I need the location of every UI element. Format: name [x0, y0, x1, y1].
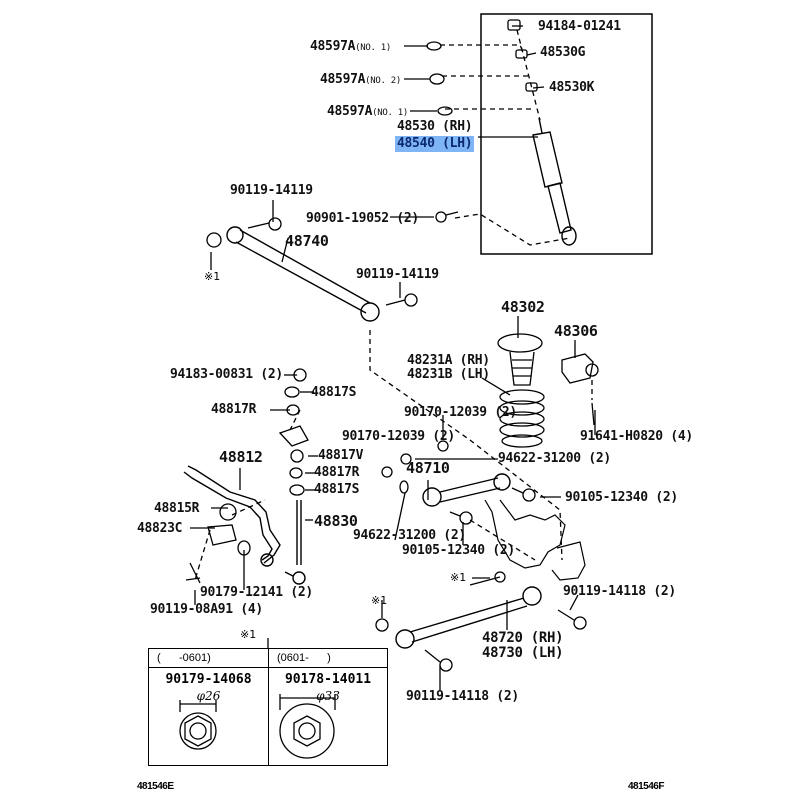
part-label-48302[interactable]: 48302 — [501, 298, 545, 316]
part-label-48530k[interactable]: 48530K — [549, 80, 595, 95]
part-number: 48597A — [320, 72, 366, 87]
upper-control-arm — [422, 473, 511, 507]
nut-glyphs — [179, 638, 336, 759]
upper-spring-seat — [561, 353, 594, 384]
part-label-94622-31200-upper[interactable]: 94622-31200 (2) — [498, 451, 611, 466]
part-label-91641-h0820[interactable]: 91641-H0820 (4) — [580, 429, 693, 444]
part-label-48530-rh[interactable]: 48530 (RH) — [397, 119, 473, 134]
stabilizer-bar — [183, 465, 281, 567]
variant-range: ( -0601) — [149, 649, 268, 668]
variant-part-number[interactable]: 90178-14011 — [284, 672, 372, 687]
lateral-rod — [226, 226, 380, 322]
part-label-48815r[interactable]: 48815R — [154, 501, 200, 516]
part-label-48823c[interactable]: 48823C — [137, 521, 183, 536]
part-label-90170-12039-lower[interactable]: 90170-12039 (2) — [342, 429, 455, 444]
part-label-90105-12340-right[interactable]: 90105-12340 (2) — [565, 490, 678, 505]
variant-range: (0601- ) — [269, 649, 387, 668]
part-note: (NO. 2) — [365, 76, 402, 86]
part-label-90119-14118-bottom[interactable]: 90119-14118 (2) — [406, 689, 519, 704]
part-label-48597a-no2[interactable]: 48597A(NO. 2) — [320, 73, 401, 88]
part-label-90179-12141[interactable]: 90179-12141 (2) — [200, 585, 313, 600]
part-label-94183-00831[interactable]: 94183-00831 (2) — [170, 367, 283, 382]
part-label-48540-lh-selected[interactable]: 48540 (LH) — [395, 136, 475, 152]
variant-column-late: (0601- ) 90178-14011 φ33 — [268, 649, 387, 765]
variant-diameter: φ33 — [316, 689, 340, 703]
mark-note-1: ※1 — [450, 571, 467, 584]
shock-absorber — [532, 117, 577, 246]
part-label-48817s-bottom[interactable]: 48817S — [314, 482, 360, 497]
part-label-90119-14119-bottom[interactable]: 90119-14119 — [356, 267, 439, 282]
part-label-90119-08a91[interactable]: 90119-08A91 (4) — [150, 602, 263, 617]
part-label-48817r-top[interactable]: 48817R — [211, 402, 257, 417]
variant-column-early: ( -0601) 90179-14068 φ26 — [149, 649, 268, 765]
leader-lines — [190, 25, 596, 690]
figure-ref-right: 481546F — [628, 781, 664, 792]
part-label-94622-31200-lower[interactable]: 94622-31200 (2) — [353, 528, 466, 543]
part-label-48817s-top[interactable]: 48817S — [311, 385, 357, 400]
part-number: 48597A — [327, 104, 373, 119]
variant-part-number[interactable]: 90179-14068 — [165, 672, 252, 687]
part-number: 48597A — [310, 39, 356, 54]
stabilizer-link — [284, 500, 306, 585]
dashed-leaders — [194, 29, 593, 581]
part-label-48740[interactable]: 48740 — [285, 232, 329, 250]
part-label-48817v[interactable]: 48817V — [318, 448, 364, 463]
mark-note-1: ※1 — [204, 270, 221, 283]
part-label-48812[interactable]: 48812 — [219, 448, 263, 466]
part-note: (NO. 1) — [355, 43, 392, 53]
part-label-48306[interactable]: 48306 — [554, 322, 598, 340]
part-label-90119-14118-right[interactable]: 90119-14118 (2) — [563, 584, 676, 599]
part-label-48730-lh[interactable]: 48730 (LH) — [482, 645, 564, 661]
part-label-48817r-bottom[interactable]: 48817R — [314, 465, 360, 480]
nut-variant-table: ( -0601) 90179-14068 φ26 (0601- ) 90178-… — [148, 648, 388, 766]
table-mark-note: ※1 — [240, 628, 257, 641]
part-label-90105-12340-left[interactable]: 90105-12340 (2) — [402, 543, 515, 558]
mark-note-1: ※1 — [371, 594, 388, 607]
part-label-48830[interactable]: 48830 — [314, 512, 358, 530]
part-label-48530g[interactable]: 48530G — [540, 45, 586, 60]
part-label-48597a-no1-top[interactable]: 48597A(NO. 1) — [310, 40, 391, 55]
part-label-48231a-rh[interactable]: 48231A (RH) — [407, 353, 490, 368]
part-label-48720-rh[interactable]: 48720 (RH) — [482, 630, 564, 646]
coil-spring — [497, 333, 545, 448]
shock-absorber-frame — [480, 13, 653, 255]
part-label-94184-01241[interactable]: 94184-01241 — [538, 19, 621, 34]
part-label-48710[interactable]: 48710 — [406, 459, 450, 477]
figure-ref-left: 481546E — [137, 781, 174, 792]
part-label-48597a-no1-bottom[interactable]: 48597A(NO. 1) — [327, 105, 408, 120]
part-note: (NO. 1) — [372, 108, 409, 118]
part-glyphs — [185, 19, 599, 672]
variant-diameter: φ26 — [196, 689, 221, 703]
part-label-90119-14119-top[interactable]: 90119-14119 — [230, 183, 313, 198]
part-label-48231b-lh[interactable]: 48231B (LH) — [407, 367, 490, 382]
lower-control-arm — [395, 586, 542, 649]
axle-bracket — [484, 499, 586, 581]
part-label-90901-19052[interactable]: 90901-19052 (2) — [306, 211, 419, 226]
part-label-90170-12039-upper[interactable]: 90170-12039 (2) — [404, 405, 517, 420]
